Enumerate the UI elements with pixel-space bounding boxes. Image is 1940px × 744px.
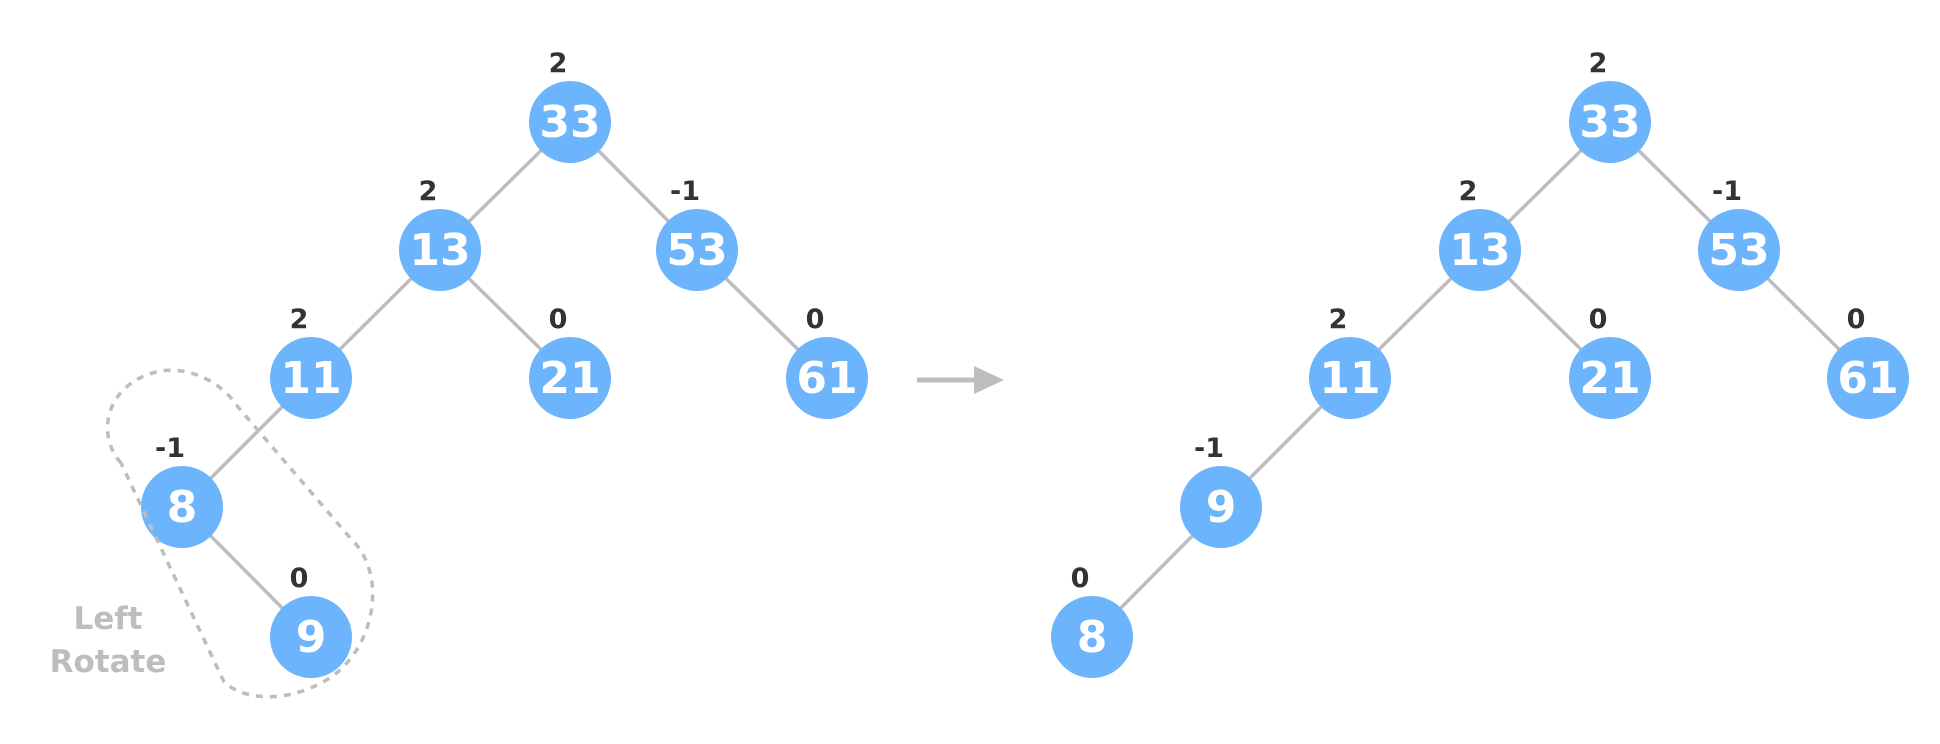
node-value: 33: [539, 97, 600, 148]
node-before-61: 61 0: [786, 304, 868, 419]
node-after-53: 53 -1: [1698, 176, 1780, 291]
left-rotate-label-line1: Left: [73, 601, 142, 637]
node-before-9: 90: [270, 563, 352, 678]
node-before-11: 11 2: [270, 304, 352, 419]
node-value: 53: [666, 225, 727, 276]
balance-factor: -1: [155, 433, 185, 464]
node-after-9: 9 -1: [1180, 433, 1262, 548]
node-after-61: 61 0: [1827, 304, 1909, 419]
node-before-53: 53 -1: [656, 176, 738, 291]
balance-factor: 2: [1329, 304, 1348, 335]
transition-arrow-icon: [917, 366, 1004, 394]
node-value: 8: [1077, 612, 1108, 663]
balance-factor: -1: [1712, 176, 1742, 207]
node-value: 61: [796, 353, 857, 404]
node-value: 11: [280, 353, 341, 404]
node-circle: [786, 337, 868, 419]
node-circle: [1569, 337, 1651, 419]
node-after-8: 80: [1051, 563, 1133, 678]
node-before-8: 8 -1: [141, 433, 223, 548]
node-value: 11: [1319, 353, 1380, 404]
node-after-13: 13 2: [1439, 176, 1521, 291]
node-circle: [1180, 466, 1262, 548]
balance-factor: -1: [1194, 433, 1224, 464]
balance-factor: 0: [806, 304, 825, 335]
node-value: 61: [1837, 353, 1898, 404]
balance-factor: -1: [670, 176, 700, 207]
node-value: 33: [1579, 97, 1640, 148]
left-rotate-label-line2: Rotate: [50, 644, 167, 680]
balance-factor: 2: [419, 176, 438, 207]
node-circle: [1439, 209, 1521, 291]
balance-factor: 0: [549, 304, 568, 335]
balance-factor: 2: [290, 304, 309, 335]
node-value: 8: [167, 482, 198, 533]
node-circle: [529, 337, 611, 419]
node-circle: [1827, 337, 1909, 419]
node-circle: [1698, 209, 1780, 291]
node-value: 13: [1449, 225, 1510, 276]
node-value: 9: [1206, 482, 1237, 533]
node-circle: [270, 596, 352, 678]
nodes-layer: 33213253-11122106108-19033213253-1112210…: [141, 48, 1909, 678]
node-circle: [399, 209, 481, 291]
node-before-33: 33 2: [529, 48, 611, 163]
node-circle: [1569, 81, 1651, 163]
node-circle: [529, 81, 611, 163]
node-value: 13: [409, 225, 470, 276]
balance-factor: 0: [1847, 304, 1866, 335]
balance-factor: 2: [1459, 176, 1478, 207]
node-value: 9: [296, 612, 327, 663]
rotation-highlight-outline: [105, 368, 375, 699]
node-circle: [656, 209, 738, 291]
node-after-11: 11 2: [1309, 304, 1391, 419]
node-circle: [141, 466, 223, 548]
node-after-33: 33 2: [1569, 48, 1651, 163]
balance-factor: 2: [549, 48, 568, 79]
node-after-21: 21 0: [1569, 304, 1651, 419]
node-value: 53: [1708, 225, 1769, 276]
node-circle: [1051, 596, 1133, 678]
balance-factor: 2: [1589, 48, 1608, 79]
balance-factor: 0: [290, 563, 309, 594]
node-circle: [270, 337, 352, 419]
balance-factor: 0: [1071, 563, 1090, 594]
node-value: 21: [1579, 353, 1640, 404]
node-before-21: 21 0: [529, 304, 611, 419]
node-before-13: 13 2: [399, 176, 481, 291]
balance-factor: 0: [1589, 304, 1608, 335]
node-value: 21: [539, 353, 600, 404]
node-circle: [1309, 337, 1391, 419]
